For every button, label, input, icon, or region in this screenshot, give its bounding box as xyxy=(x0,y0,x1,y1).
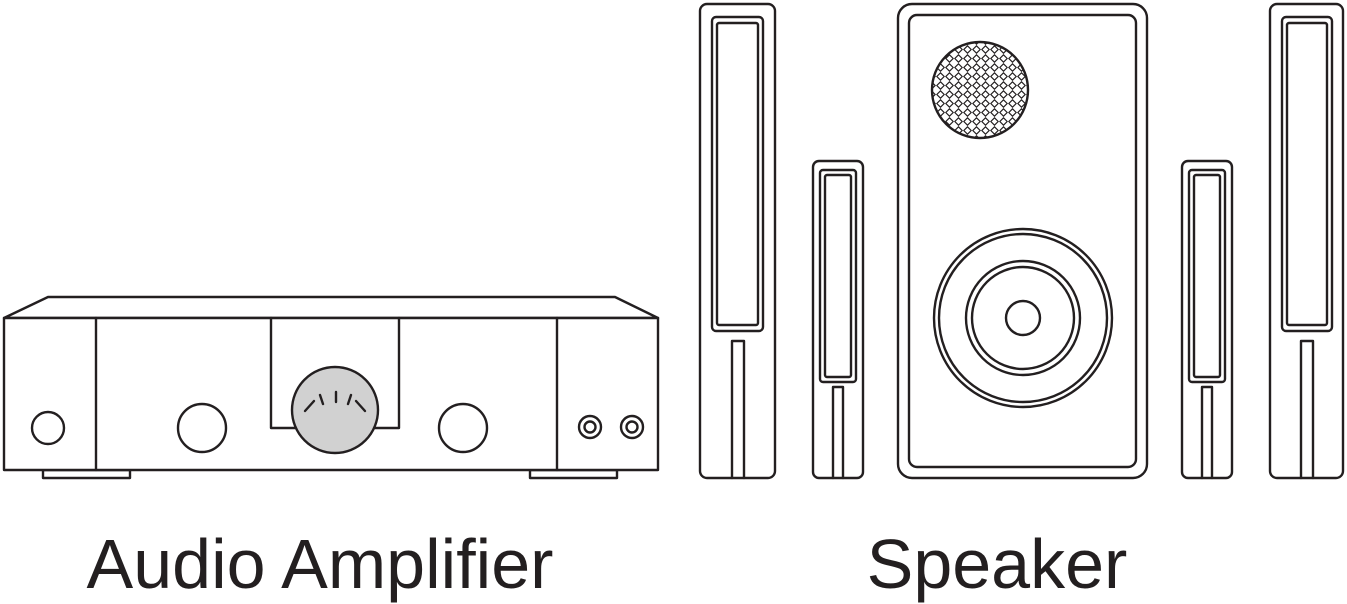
tower-speaker-left xyxy=(698,2,777,480)
woofer-cone-icon xyxy=(932,227,1114,409)
satellite-speaker-left xyxy=(811,159,865,480)
power-button-icon xyxy=(30,410,66,446)
speaker-caption: Speaker xyxy=(866,525,1128,603)
tower-speaker-right xyxy=(1268,2,1345,480)
right-knob-icon xyxy=(437,402,489,454)
amplifier-foot-right xyxy=(528,468,619,480)
audio-amplifier-icon xyxy=(2,295,660,480)
left-knob-icon xyxy=(176,402,228,454)
speaker-system-icon xyxy=(698,2,1345,480)
audio-jack-icon xyxy=(577,414,645,440)
amplifier-caption: Audio Amplifier xyxy=(86,525,554,603)
tweeter-grille-icon xyxy=(930,40,1030,140)
volume-knob-icon xyxy=(290,365,380,455)
center-speaker xyxy=(896,2,1149,480)
amplifier-foot-left xyxy=(41,468,132,480)
satellite-speaker-right xyxy=(1180,159,1234,480)
